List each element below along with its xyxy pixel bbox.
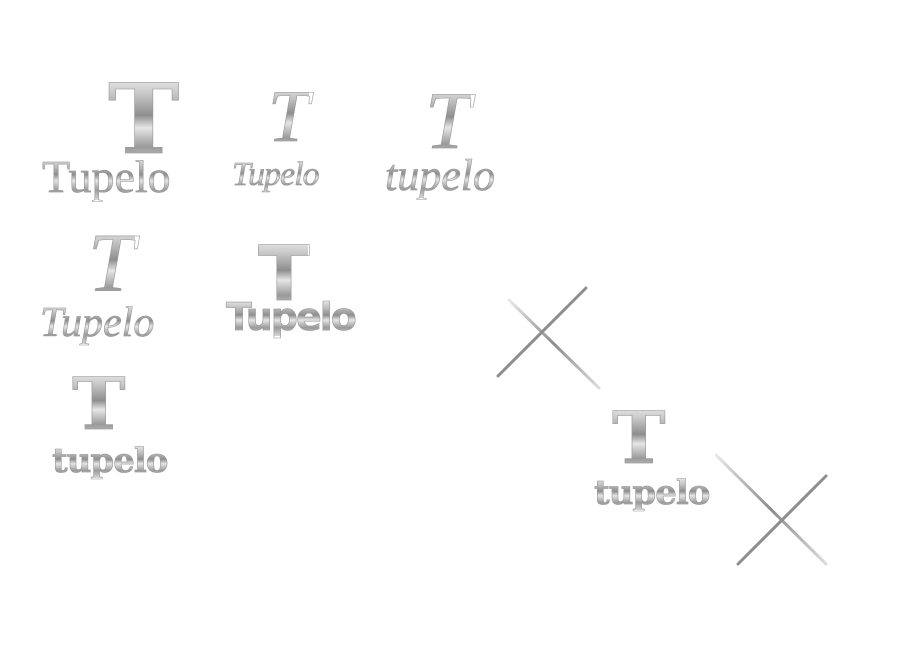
logo-initial: T bbox=[72, 361, 126, 446]
logo-wordmark: Tupelo bbox=[40, 300, 155, 346]
logo-wordmark: tupelo bbox=[52, 441, 169, 481]
logo-wordmark: tupelo bbox=[594, 473, 711, 513]
logo-initial: T bbox=[88, 217, 135, 310]
logo-wordmark: Tupelo bbox=[232, 156, 320, 193]
logo-initial: T bbox=[425, 75, 471, 166]
left-star-icon bbox=[496, 264, 601, 548]
logo-wordmark: tupelo bbox=[385, 151, 496, 200]
logo-variant-2: T Tupelo bbox=[228, 80, 368, 205]
logo-variant-1: T Tupelo bbox=[40, 63, 215, 202]
logo-variant-3: T tupelo bbox=[385, 75, 525, 210]
logo-wordmark: Tupelo bbox=[42, 151, 171, 202]
logo-initial: T bbox=[612, 395, 666, 480]
logo-variant-5: T Tupelo bbox=[224, 229, 358, 346]
logo-wordmark: Tupelo bbox=[226, 295, 358, 339]
logo-variant-6: T tupelo bbox=[52, 361, 172, 488]
logo-variant-7-featured: T tupelo bbox=[594, 395, 714, 522]
right-star-icon bbox=[714, 312, 828, 596]
logo-initial: T bbox=[108, 63, 180, 176]
logo-initial: T bbox=[268, 76, 310, 158]
logo-variant-4: T Tupelo bbox=[40, 217, 200, 352]
logo-initial: T bbox=[258, 229, 310, 318]
